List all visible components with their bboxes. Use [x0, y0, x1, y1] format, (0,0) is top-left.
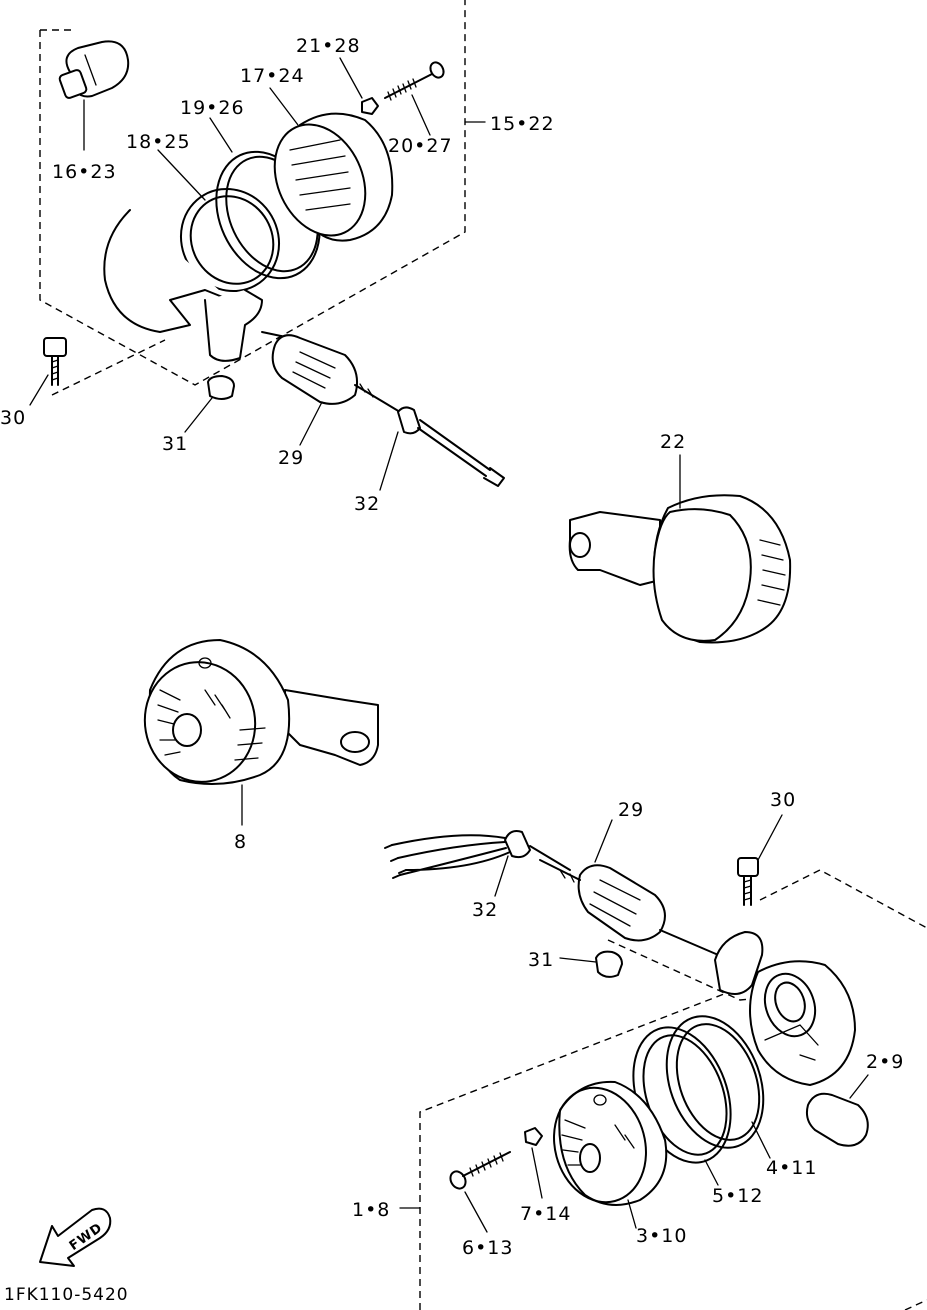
- label-bottom-ring: 5•12: [712, 1185, 763, 1207]
- label-top-lens: 17•24: [240, 65, 305, 87]
- label-mid-grommet: 31: [528, 949, 554, 971]
- label-top-screw: 20•27: [388, 135, 453, 157]
- label-bottom-gasket: 4•11: [766, 1157, 817, 1179]
- label-top-gasket: 19•26: [180, 97, 245, 119]
- label-top-stay: 29: [278, 447, 304, 469]
- label-mid-bolt: 30: [770, 789, 796, 811]
- forward-arrow-icon: FWD: [39, 1207, 112, 1267]
- label-mid-cord-clamp: 32: [472, 899, 498, 921]
- label-bottom-bulb: 2•9: [866, 1051, 904, 1073]
- bottom-screw-part: [449, 1151, 511, 1233]
- top-assembly-boundary: [39, 0, 486, 396]
- top-cord-part: [379, 406, 505, 491]
- bottom-lens-part: [553, 1080, 668, 1229]
- label-mid-stay: 29: [618, 799, 644, 821]
- label-top-bolt: 30: [0, 407, 26, 429]
- mid-grommet-part: [559, 950, 623, 978]
- label-top-lens-ring: 18•25: [126, 131, 191, 153]
- mid-bolt-part: [737, 814, 783, 906]
- mid-stay-part: [539, 819, 731, 961]
- bottom-gasket-part: [665, 1015, 771, 1159]
- label-top-grommet: 31: [162, 433, 188, 455]
- top-bulb-part: [58, 40, 130, 151]
- label-right-flasher: 22: [660, 431, 686, 453]
- label-bottom-assembly: 1•8: [352, 1199, 390, 1221]
- right-flasher-part: [568, 454, 792, 644]
- top-stay-part: [271, 334, 401, 446]
- diagram-code: 1FK110-5420: [4, 1285, 129, 1305]
- top-housing-part: [103, 209, 301, 362]
- top-screw-part: [384, 61, 445, 136]
- label-top-assembly: 15•22: [490, 113, 555, 135]
- bottom-housing-part: [714, 931, 856, 1086]
- label-top-bulb: 16•23: [52, 161, 117, 183]
- label-top-cord-clamp: 32: [354, 493, 380, 515]
- top-grommet-part: [184, 375, 235, 433]
- top-nut-part: [339, 57, 379, 115]
- bottom-nut-part: [524, 1127, 543, 1199]
- left-flasher-part: [143, 639, 379, 826]
- label-left-flasher: 8: [234, 831, 247, 853]
- top-lens-part: [269, 87, 394, 242]
- label-bottom-lens: 3•10: [636, 1225, 687, 1247]
- mid-cord-part: [384, 830, 571, 897]
- top-bolt-part: [29, 337, 67, 406]
- label-bottom-screw: 6•13: [462, 1237, 513, 1259]
- label-bottom-nut: 7•14: [520, 1203, 571, 1225]
- bottom-bulb-part: [805, 1074, 869, 1147]
- label-top-nut: 21•28: [296, 35, 361, 57]
